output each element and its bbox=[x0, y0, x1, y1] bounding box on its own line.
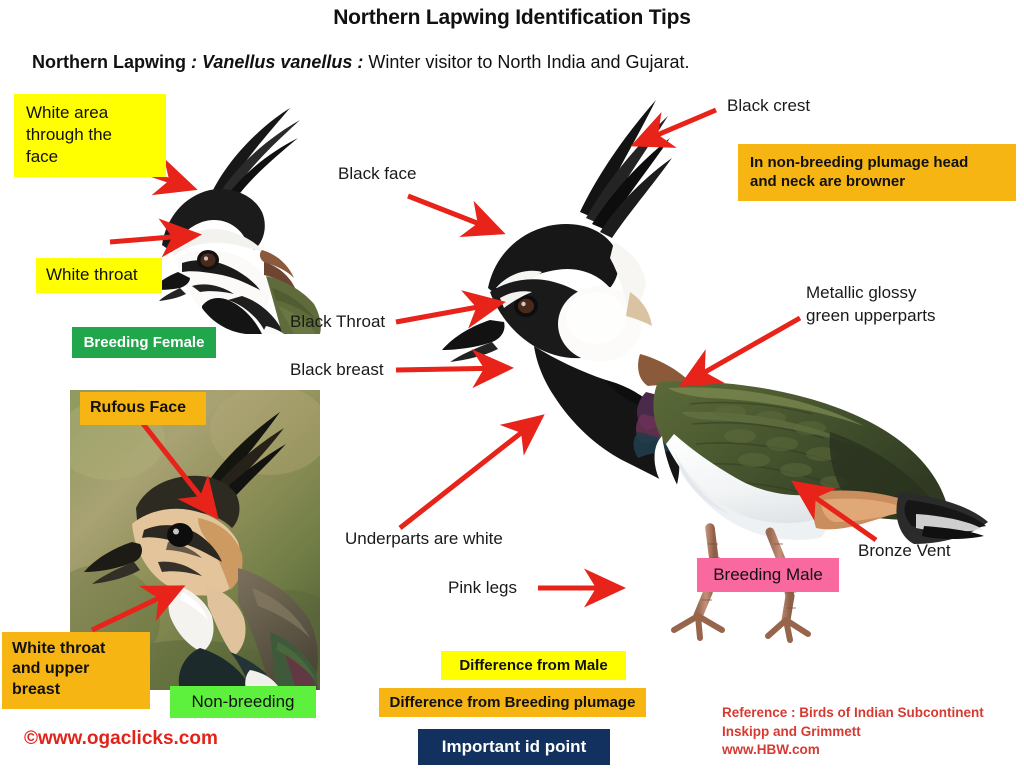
callout-line-1: White area bbox=[26, 103, 109, 122]
reference-block: Reference : Birds of Indian Subcontinent… bbox=[722, 704, 984, 760]
label-black-breast: Black breast bbox=[290, 360, 384, 380]
species-subtitle: Northern Lapwing : Vanellus vanellus : W… bbox=[32, 52, 690, 73]
callout-line-3: face bbox=[26, 146, 59, 166]
callout-line-2: and upper bbox=[12, 660, 90, 678]
reference-line-2: Inskipp and Grimmett bbox=[722, 723, 861, 739]
note-non-breeding-plumage: In non-breeding plumage head and neck ar… bbox=[738, 144, 1016, 202]
legend-important-id-point: Important id point bbox=[418, 729, 610, 765]
callout-line-2: through the bbox=[26, 124, 113, 144]
label-bronze-vent: Bronze Vent bbox=[858, 541, 951, 561]
legend-text: Difference from Male bbox=[459, 657, 608, 674]
species-scientific-name: Vanellus vanellus bbox=[202, 52, 353, 72]
breeding-female-illustration bbox=[152, 108, 321, 334]
label-text: Black crest bbox=[727, 96, 811, 115]
label-text: Black face bbox=[338, 164, 417, 183]
label-black-crest: Black crest bbox=[727, 96, 810, 116]
label-pink-legs: Pink legs bbox=[448, 578, 517, 598]
site-credit: ©www.ogaclicks.com bbox=[24, 728, 218, 749]
label-line-1: Metallic glossy bbox=[806, 283, 917, 302]
callout-line-1: White throat bbox=[12, 640, 106, 657]
label-text: Bronze Vent bbox=[858, 541, 951, 560]
caption-text: Non-breeding bbox=[191, 692, 295, 711]
legend-difference-from-male: Difference from Male bbox=[441, 651, 626, 681]
reference-line-3: www.HBW.com bbox=[722, 742, 820, 758]
callout-text: White throat bbox=[46, 265, 138, 284]
callout-line-3: breast bbox=[12, 680, 61, 698]
legend-difference-from-breeding-plumage: Difference from Breeding plumage bbox=[379, 688, 646, 718]
caption-breeding-female: Breeding Female bbox=[72, 327, 216, 359]
caption-text: Breeding Male bbox=[713, 565, 823, 584]
label-text: Underparts are white bbox=[345, 529, 503, 548]
caption-breeding-male: Breeding Male bbox=[697, 558, 839, 592]
label-metallic-glossy-green: Metallic glossy green upperparts bbox=[806, 282, 935, 328]
species-common-name: Northern Lapwing bbox=[32, 52, 186, 72]
label-text: Black breast bbox=[290, 360, 384, 379]
callout-white-area-through-face: White area through the face bbox=[14, 94, 166, 178]
reference-line-1: Reference : Birds of Indian Subcontinent bbox=[722, 705, 984, 720]
breeding-male-illustration bbox=[442, 100, 988, 643]
label-black-face: Black face bbox=[338, 164, 416, 184]
caption-text: Breeding Female bbox=[83, 334, 205, 351]
subtitle-separator-1: : bbox=[186, 52, 202, 72]
caption-non-breeding: Non-breeding bbox=[170, 686, 316, 718]
callout-white-throat-female: White throat bbox=[36, 258, 162, 293]
legend-text: Important id point bbox=[441, 737, 587, 756]
note-line-2: and neck are browner bbox=[750, 173, 906, 191]
species-status-text: Winter visitor to North India and Gujara… bbox=[368, 52, 690, 72]
subtitle-separator-2: : bbox=[352, 52, 369, 72]
callout-rufous-face: Rufous Face bbox=[80, 392, 206, 426]
label-text: Black Throat bbox=[290, 312, 386, 331]
note-line-1: In non-breeding plumage head bbox=[750, 154, 969, 171]
callout-white-throat-upper-breast: White throat and upper breast bbox=[2, 632, 150, 710]
legend-text: Difference from Breeding plumage bbox=[389, 694, 636, 711]
label-black-throat: Black Throat bbox=[290, 312, 385, 332]
label-line-2: green upperparts bbox=[806, 305, 936, 325]
callout-text: Rufous Face bbox=[90, 399, 187, 416]
page-title: Northern Lapwing Identification Tips bbox=[333, 6, 691, 29]
label-underparts-are-white: Underparts are white bbox=[345, 529, 503, 549]
label-text: Pink legs bbox=[448, 578, 517, 597]
